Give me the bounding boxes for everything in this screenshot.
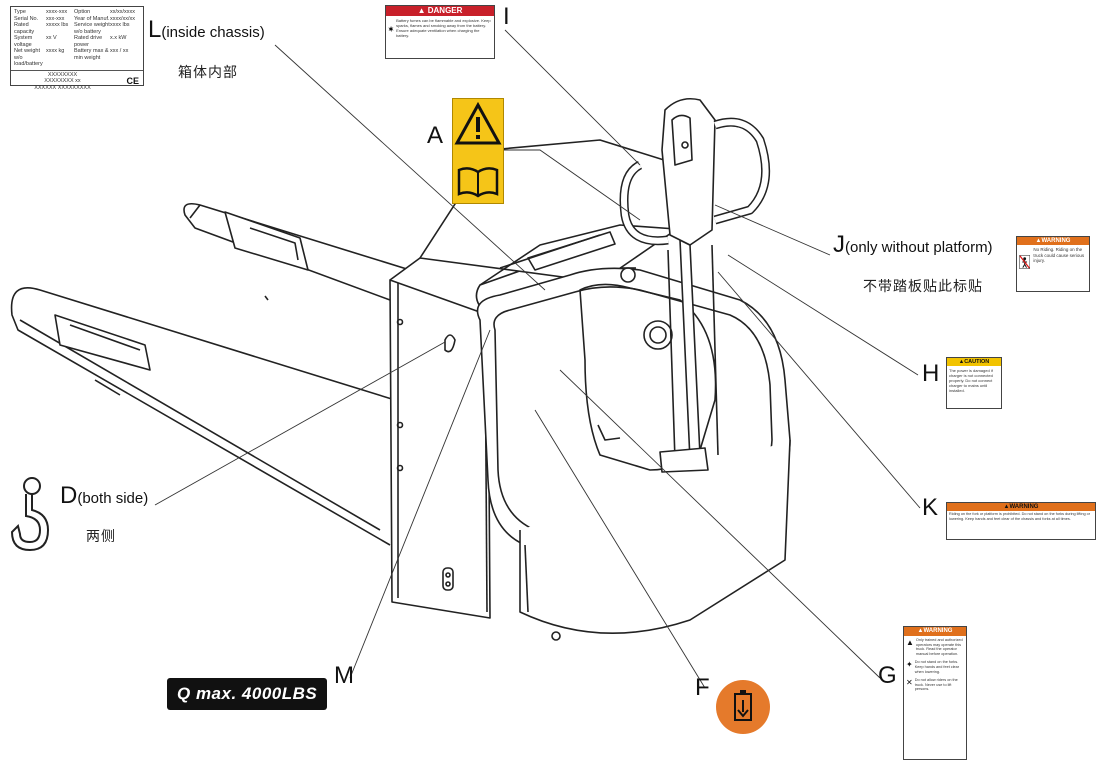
callout-note: (only without platform): [845, 239, 993, 256]
callout-letter: J: [833, 231, 845, 258]
nameplate-cell: Year of Manuf.: [74, 15, 110, 22]
nameplate-cell: Serial No.: [14, 15, 39, 22]
tiller-handle: [619, 97, 771, 473]
caution-title: CAUTION: [964, 359, 990, 365]
ce-mark: CE: [126, 76, 139, 87]
callout-k: K: [922, 494, 939, 521]
callout-letter: D: [60, 482, 78, 509]
callout-d-cn: 两侧: [86, 529, 116, 545]
callout-j-cn: 不带踏板贴此标贴: [863, 279, 983, 295]
chassis: [389, 248, 601, 619]
caution-text: The power is damaged if charger is not c…: [949, 368, 993, 393]
nameplate-cell: Type: [14, 9, 26, 15]
leader-lines: [154, 29, 921, 689]
nameplate-cell: xxxx-xxx: [46, 9, 68, 15]
callout-h: H: [922, 360, 940, 387]
nameplate-cell: x.x kW: [110, 35, 127, 41]
callout-m: M: [334, 662, 354, 689]
nameplate-cell: xx V: [46, 35, 57, 41]
nameplate-cell: xx/xx/xxxx: [110, 9, 136, 15]
danger-text: Battery fumes can be flammable and explo…: [396, 18, 491, 38]
body-housing: [476, 267, 791, 641]
nameplate-footer-line: XXXXXXXX xx: [44, 78, 81, 84]
callout-note: (inside chassis): [161, 24, 265, 41]
callout-i: I: [503, 3, 510, 30]
upper-fork: [183, 202, 411, 301]
callout-l: L(inside chassis): [148, 18, 265, 42]
sign-a: [452, 98, 504, 204]
nameplate-cell: Net weight w/o load/battery: [14, 48, 43, 67]
danger-label: ▲ DANGER Battery fumes can be flammable …: [385, 5, 495, 59]
callout-l-cn: 箱体内部: [178, 65, 238, 81]
nameplate-footer-line: XXXXXX XXXXXXXXX: [34, 84, 91, 91]
nameplate-cell: Option: [74, 9, 91, 15]
nameplate-cell: Rated drive power: [74, 35, 103, 48]
warning-title: WARNING: [1009, 504, 1039, 510]
callout-g: G: [878, 662, 897, 689]
callout-a: A: [427, 122, 444, 149]
no-step-icon: ✦: [906, 660, 913, 670]
callout-j: J(only without platform): [833, 233, 993, 257]
nameplate-cell: xxxx lbs: [110, 22, 130, 28]
no-riding-icon: [1019, 255, 1031, 269]
nameplate-cell: xxx / xx: [110, 48, 129, 54]
qmax-badge: Q max. 4000LBS: [167, 678, 328, 710]
lower-fork: [10, 287, 396, 546]
callout-f: F: [695, 674, 710, 701]
warning-triangle-icon: ▲: [906, 638, 914, 647]
warning-label-g: ▲WARNING ▲ Only trained and authorized o…: [903, 626, 967, 760]
explosion-icon: [388, 25, 394, 33]
warning-text: Do not allow riders on the truck. Never …: [914, 678, 958, 692]
warning-text: Only trained and authorized operators ma…: [915, 638, 963, 656]
nameplate-cell: xxxx/xx/xx: [110, 15, 136, 22]
warning-text: Do not stand on the forks. Keep hands an…: [914, 660, 960, 674]
nameplate-cell: xxx-xxx: [46, 15, 65, 22]
callout-note: (both side): [77, 490, 149, 507]
danger-title: DANGER: [427, 6, 463, 15]
battery-charge-icon: [716, 680, 770, 734]
warning-title: WARNING: [923, 628, 953, 634]
warning-text: No Riding. Riding on the truck could cau…: [1033, 247, 1085, 263]
nameplate-footer-line: XXXXXXXX: [47, 71, 78, 78]
nameplate-cell: Battery max & min weight: [74, 48, 109, 61]
warning-text: Riding on the fork or platform is prohib…: [949, 512, 1090, 521]
nameplate-cell: xxxx kg: [46, 48, 65, 54]
warning-triangle-icon: [454, 101, 502, 145]
nameplate-cell: Service weight w/o battery: [74, 22, 110, 35]
callout-d: D(both side): [60, 484, 148, 508]
nameplate-cell: System voltage: [14, 35, 33, 48]
callout-letter: L: [148, 16, 162, 43]
nameplate-cell: Rated capacity: [14, 22, 35, 35]
warning-label-j: ▲WARNING No Riding. Riding on the truck …: [1016, 236, 1090, 292]
manual-book-icon: [457, 167, 499, 198]
warning-title: WARNING: [1041, 238, 1071, 244]
caution-label: ▲CAUTION The power is damaged if charger…: [946, 357, 1002, 409]
nameplate: Type xxxx-xxx Option xx/xx/xxxx Serial N…: [10, 6, 144, 91]
lifting-hook-icon: [10, 477, 50, 552]
no-rider-icon: ✕: [906, 678, 913, 688]
nameplate-cell: xxxxx lbs: [46, 22, 69, 28]
warning-label-k: ▲WARNING Riding on the fork or platform …: [946, 502, 1096, 540]
